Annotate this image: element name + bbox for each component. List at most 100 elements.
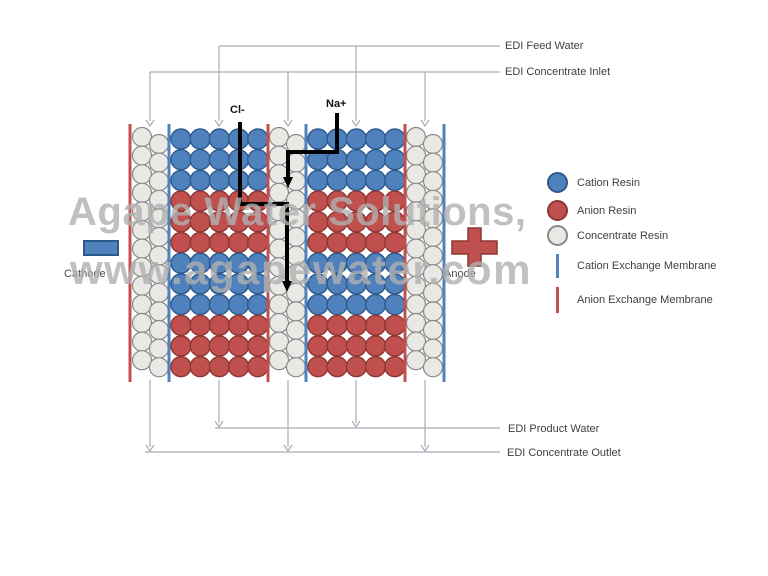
resin-bead-concentrate — [131, 312, 153, 334]
cation-exchange-membrane-line — [167, 124, 171, 382]
concentrate-resin-swatch-icon — [543, 225, 571, 246]
resin-bead-concentrate — [131, 182, 153, 203]
resin-bead-concentrate — [285, 319, 307, 341]
resin-bead-cation — [345, 273, 368, 295]
resin-bead-concentrate — [268, 182, 290, 203]
resin-bead-cation — [345, 293, 368, 316]
resin-bead-anion — [364, 211, 387, 233]
resin-bead-concentrate — [148, 152, 170, 173]
resin-bead-concentrate — [131, 294, 153, 315]
resin-bead-anion — [384, 231, 406, 254]
cation-exchange-membrane-line — [442, 124, 446, 382]
resin-bead-anion — [345, 231, 368, 254]
resin-bead-anion — [189, 314, 211, 336]
resin-bead-cation — [364, 128, 387, 150]
legend-label: Cation Resin — [577, 176, 640, 189]
cathode-label: Cathode — [64, 268, 106, 280]
resin-bead-cation — [384, 293, 406, 316]
resin-bead-concentrate — [422, 319, 444, 341]
legend-label: Anion Exchange Membrane — [577, 294, 713, 306]
resin-bead-anion — [326, 211, 348, 233]
resin-bead-cation — [307, 293, 329, 316]
resin-bead-cation — [208, 273, 231, 295]
resin-bead-concentrate — [422, 282, 444, 303]
cation-resin-swatch-icon — [543, 172, 571, 193]
resin-bead-anion — [208, 314, 231, 336]
resin-bead-cation — [307, 128, 329, 150]
resin-bead-cation — [208, 128, 231, 150]
resin-bead-cation — [364, 273, 387, 295]
resin-bead-anion — [307, 335, 329, 357]
ion-migration-arrows — [238, 113, 339, 292]
resin-bead-concentrate — [405, 294, 427, 315]
legend-label: Anion Resin — [577, 204, 637, 217]
resin-bead-concentrate — [405, 238, 427, 259]
resin-bead-anion — [227, 335, 250, 357]
resin-bead-anion — [326, 335, 348, 357]
resin-bead-anion — [307, 190, 329, 212]
resin-bead-cation — [345, 169, 368, 192]
ion-path — [286, 113, 339, 177]
arrowhead-down-icon — [420, 119, 430, 128]
legend-label: Concentrate Resin — [577, 229, 669, 242]
resin-bead-concentrate — [422, 133, 444, 155]
sodium-ion-label: Na+ — [326, 98, 347, 110]
resin-bead-cation — [189, 273, 211, 295]
resin-bead-anion — [307, 211, 329, 233]
arrowhead-down-icon — [214, 420, 224, 429]
resin-bead-anion — [345, 335, 368, 357]
resin-bead-concentrate — [131, 331, 153, 352]
chloride-ion-label: Cl- — [230, 104, 245, 116]
membranes — [128, 124, 446, 382]
product-water-label: EDI Product Water — [508, 423, 600, 435]
resin-bead-concentrate — [405, 312, 427, 334]
arrowhead-down-icon — [351, 420, 361, 429]
arrowhead-down-icon — [214, 119, 224, 128]
resin-bead-anion — [364, 335, 387, 357]
legend-item-cation-membrane: Cation Exchange Membrane — [543, 254, 716, 278]
resin-bead-concentrate — [131, 219, 153, 241]
resin-bead-cation — [326, 273, 348, 295]
resin-bead-concentrate — [285, 189, 307, 210]
resin-bead-anion — [307, 356, 329, 378]
ion-arrowhead-icon — [283, 177, 293, 188]
cation-membrane-swatch-icon — [543, 254, 571, 278]
resin-bead-anion — [208, 231, 231, 254]
resin-bead-anion — [227, 211, 250, 233]
resin-bead-anion — [247, 314, 269, 336]
resin-bead-anion — [247, 190, 269, 212]
resin-bead-anion — [208, 356, 231, 378]
resin-bead-concentrate — [422, 152, 444, 173]
resin-bead-concentrate — [422, 338, 444, 359]
resin-bead-anion — [345, 190, 368, 212]
resin-bead-cation — [307, 169, 329, 192]
resin-bead-cation — [345, 128, 368, 150]
legend-item-concentrate-resin: Concentrate Resin — [543, 225, 668, 246]
resin-bead-cation — [307, 252, 329, 274]
resin-bead-concentrate — [148, 226, 170, 248]
resin-bead-anion — [208, 335, 231, 357]
resin-bead-anion — [345, 314, 368, 336]
resin-bead-cation — [247, 293, 269, 316]
arrowhead-down-icon — [283, 119, 293, 128]
resin-bead-cation — [345, 252, 368, 274]
resin-bead-anion — [345, 356, 368, 378]
resin-bead-concentrate — [148, 133, 170, 155]
resin-bead-concentrate — [422, 264, 444, 285]
resin-bead-concentrate — [405, 219, 427, 241]
resin-bead-concentrate — [285, 226, 307, 248]
resin-bead-cation — [170, 169, 192, 192]
resin-bead-cation — [208, 148, 231, 171]
resin-bead-concentrate — [148, 245, 170, 266]
arrowhead-down-icon — [283, 444, 293, 453]
resin-bead-concentrate — [285, 264, 307, 285]
resin-bead-concentrate — [268, 145, 290, 166]
resin-bead-anion — [364, 231, 387, 254]
resin-bead-concentrate — [285, 357, 307, 378]
cathode-negative-electrode-icon — [83, 240, 119, 256]
resin-bead-anion — [189, 335, 211, 357]
resin-bead-anion — [189, 190, 211, 212]
resin-bead-concentrate — [405, 182, 427, 203]
resin-bead-concentrate — [131, 257, 153, 278]
